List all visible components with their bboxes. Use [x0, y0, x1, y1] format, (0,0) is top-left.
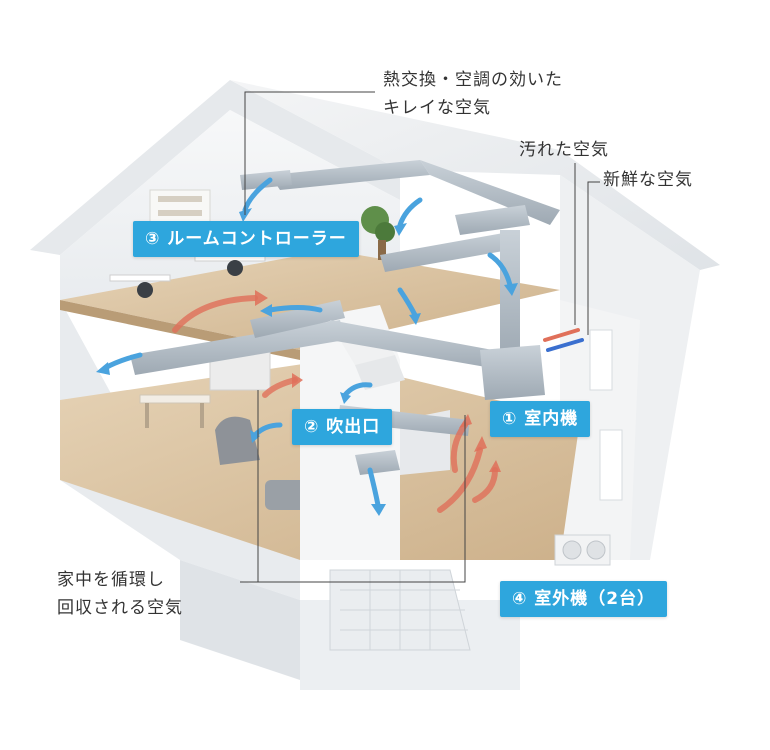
callout-fresh-air: 新鮮な空気 [603, 170, 693, 190]
badge-outlet: ② 吹出口 [292, 409, 393, 445]
callout-leader-lines [240, 91, 600, 583]
vent-exchange-arrows [543, 328, 584, 352]
house-shell [30, 80, 720, 690]
cool-airflow-arrows [102, 177, 513, 508]
callout-treated-air-line2: キレイな空気 [383, 98, 491, 118]
callout-circulated-air: 家中を循環し 回収される空気 [57, 566, 183, 622]
badge-room-controller: ③ ルームコントローラー [133, 221, 359, 257]
callout-treated-air-line1: 熱交換・空調の効いた [383, 70, 563, 90]
callout-dirty-air: 汚れた空気 [519, 140, 609, 160]
callout-circulated-air-line2: 回収される空気 [57, 598, 183, 618]
cool-arrow-heads [96, 208, 518, 516]
badge-outdoor-unit: ④ 室外機（2台） [500, 581, 668, 617]
badge-indoor-unit: ① 室内機 [490, 401, 591, 437]
callout-treated-air: 熱交換・空調の効いた キレイな空気 [383, 66, 563, 122]
callout-circulated-air-line1: 家中を循環し [57, 570, 165, 590]
